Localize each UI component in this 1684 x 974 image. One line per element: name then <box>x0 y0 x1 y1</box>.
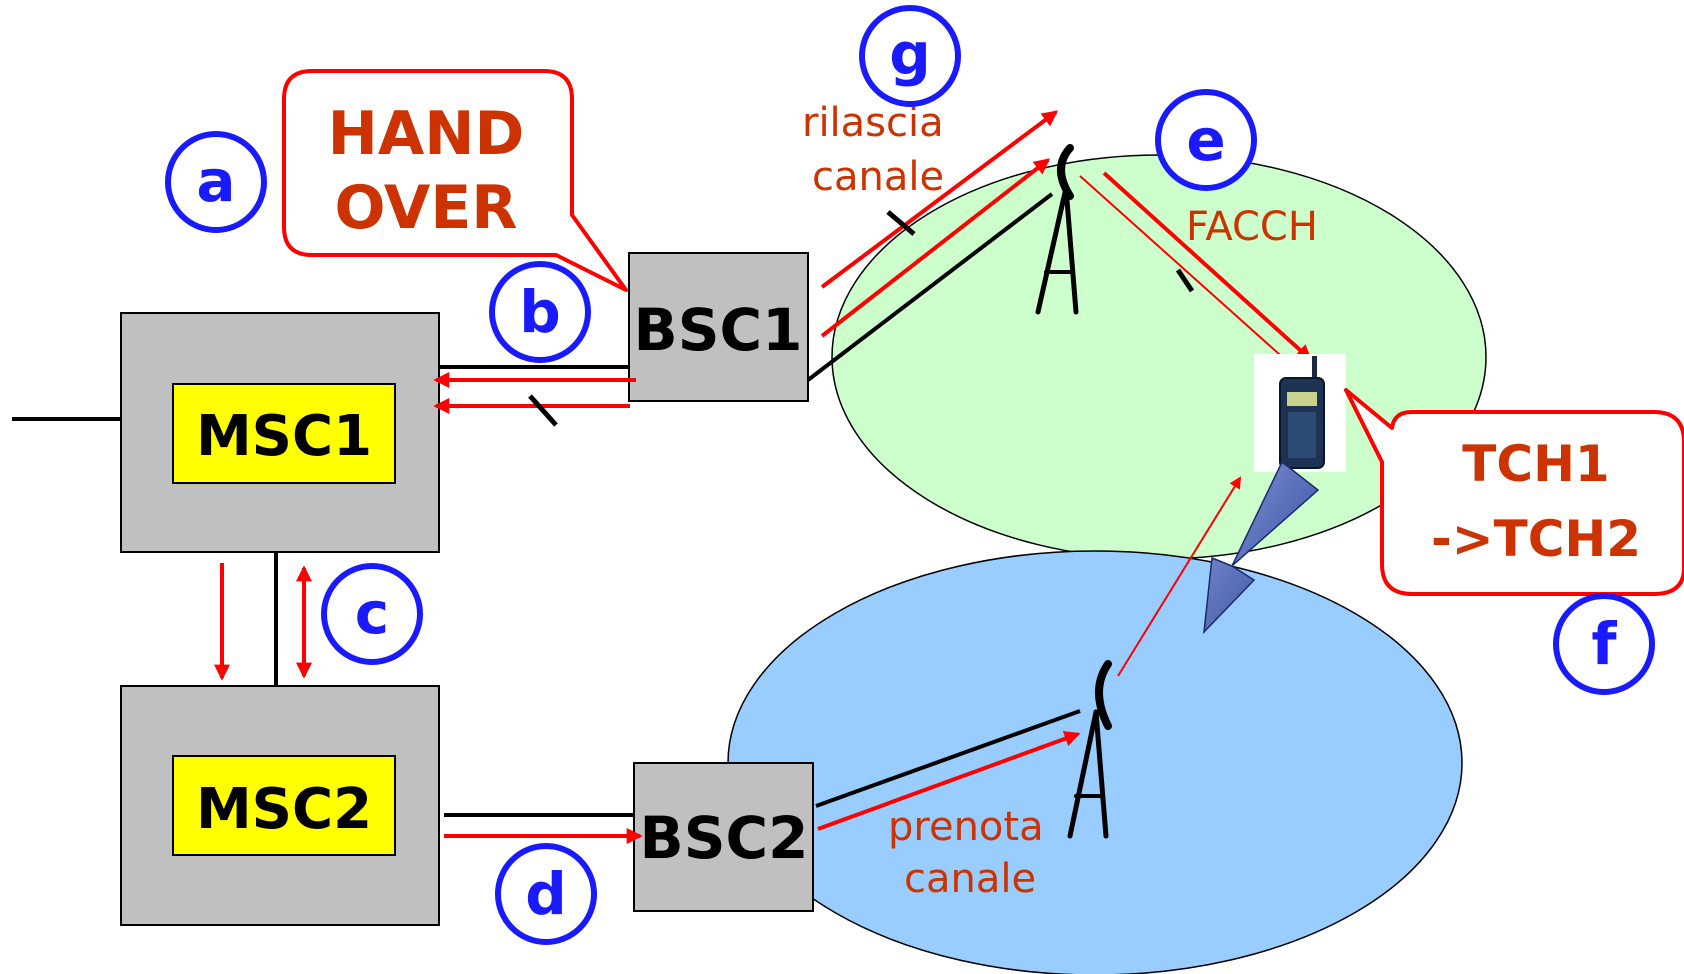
handover-callout-line1: HAND <box>328 99 525 169</box>
step-marker-e: e <box>1158 92 1254 188</box>
svg-text:g: g <box>889 20 931 88</box>
cell-2 <box>728 551 1462 974</box>
handover-callout-line2: OVER <box>334 173 517 243</box>
svg-text:c: c <box>355 579 389 647</box>
step-marker-b: b <box>492 264 588 360</box>
prenota-label: prenota <box>888 804 1044 850</box>
step-marker-f: f <box>1556 596 1652 692</box>
svg-text:d: d <box>525 860 567 928</box>
step-marker-c: c <box>324 566 420 662</box>
tch-callout-line1: TCH1 <box>1462 435 1609 493</box>
handover-callout: HAND OVER <box>284 71 626 290</box>
step-marker-a: a <box>168 134 264 230</box>
svg-text:f: f <box>1591 610 1617 678</box>
canale-bottom-label: canale <box>904 856 1036 902</box>
rilascia-label: rilascia <box>802 100 944 146</box>
tch-callout-line2: ->TCH2 <box>1431 510 1641 568</box>
svg-text:b: b <box>519 278 561 346</box>
svg-text:e: e <box>1186 106 1225 174</box>
facch-label: FACCH <box>1186 204 1318 250</box>
mobile-phone-icon <box>1254 354 1346 472</box>
step-marker-d: d <box>498 846 594 942</box>
msc1-label: MSC1 <box>196 404 372 469</box>
msc2-label: MSC2 <box>196 777 372 842</box>
tch-callout: TCH1 ->TCH2 <box>1346 390 1684 594</box>
svg-text:a: a <box>196 147 235 215</box>
canale-top-label: canale <box>812 154 944 200</box>
bsc1-label: BSC1 <box>634 296 803 364</box>
step-marker-g: g <box>862 8 958 104</box>
bsc2-label: BSC2 <box>640 804 809 872</box>
